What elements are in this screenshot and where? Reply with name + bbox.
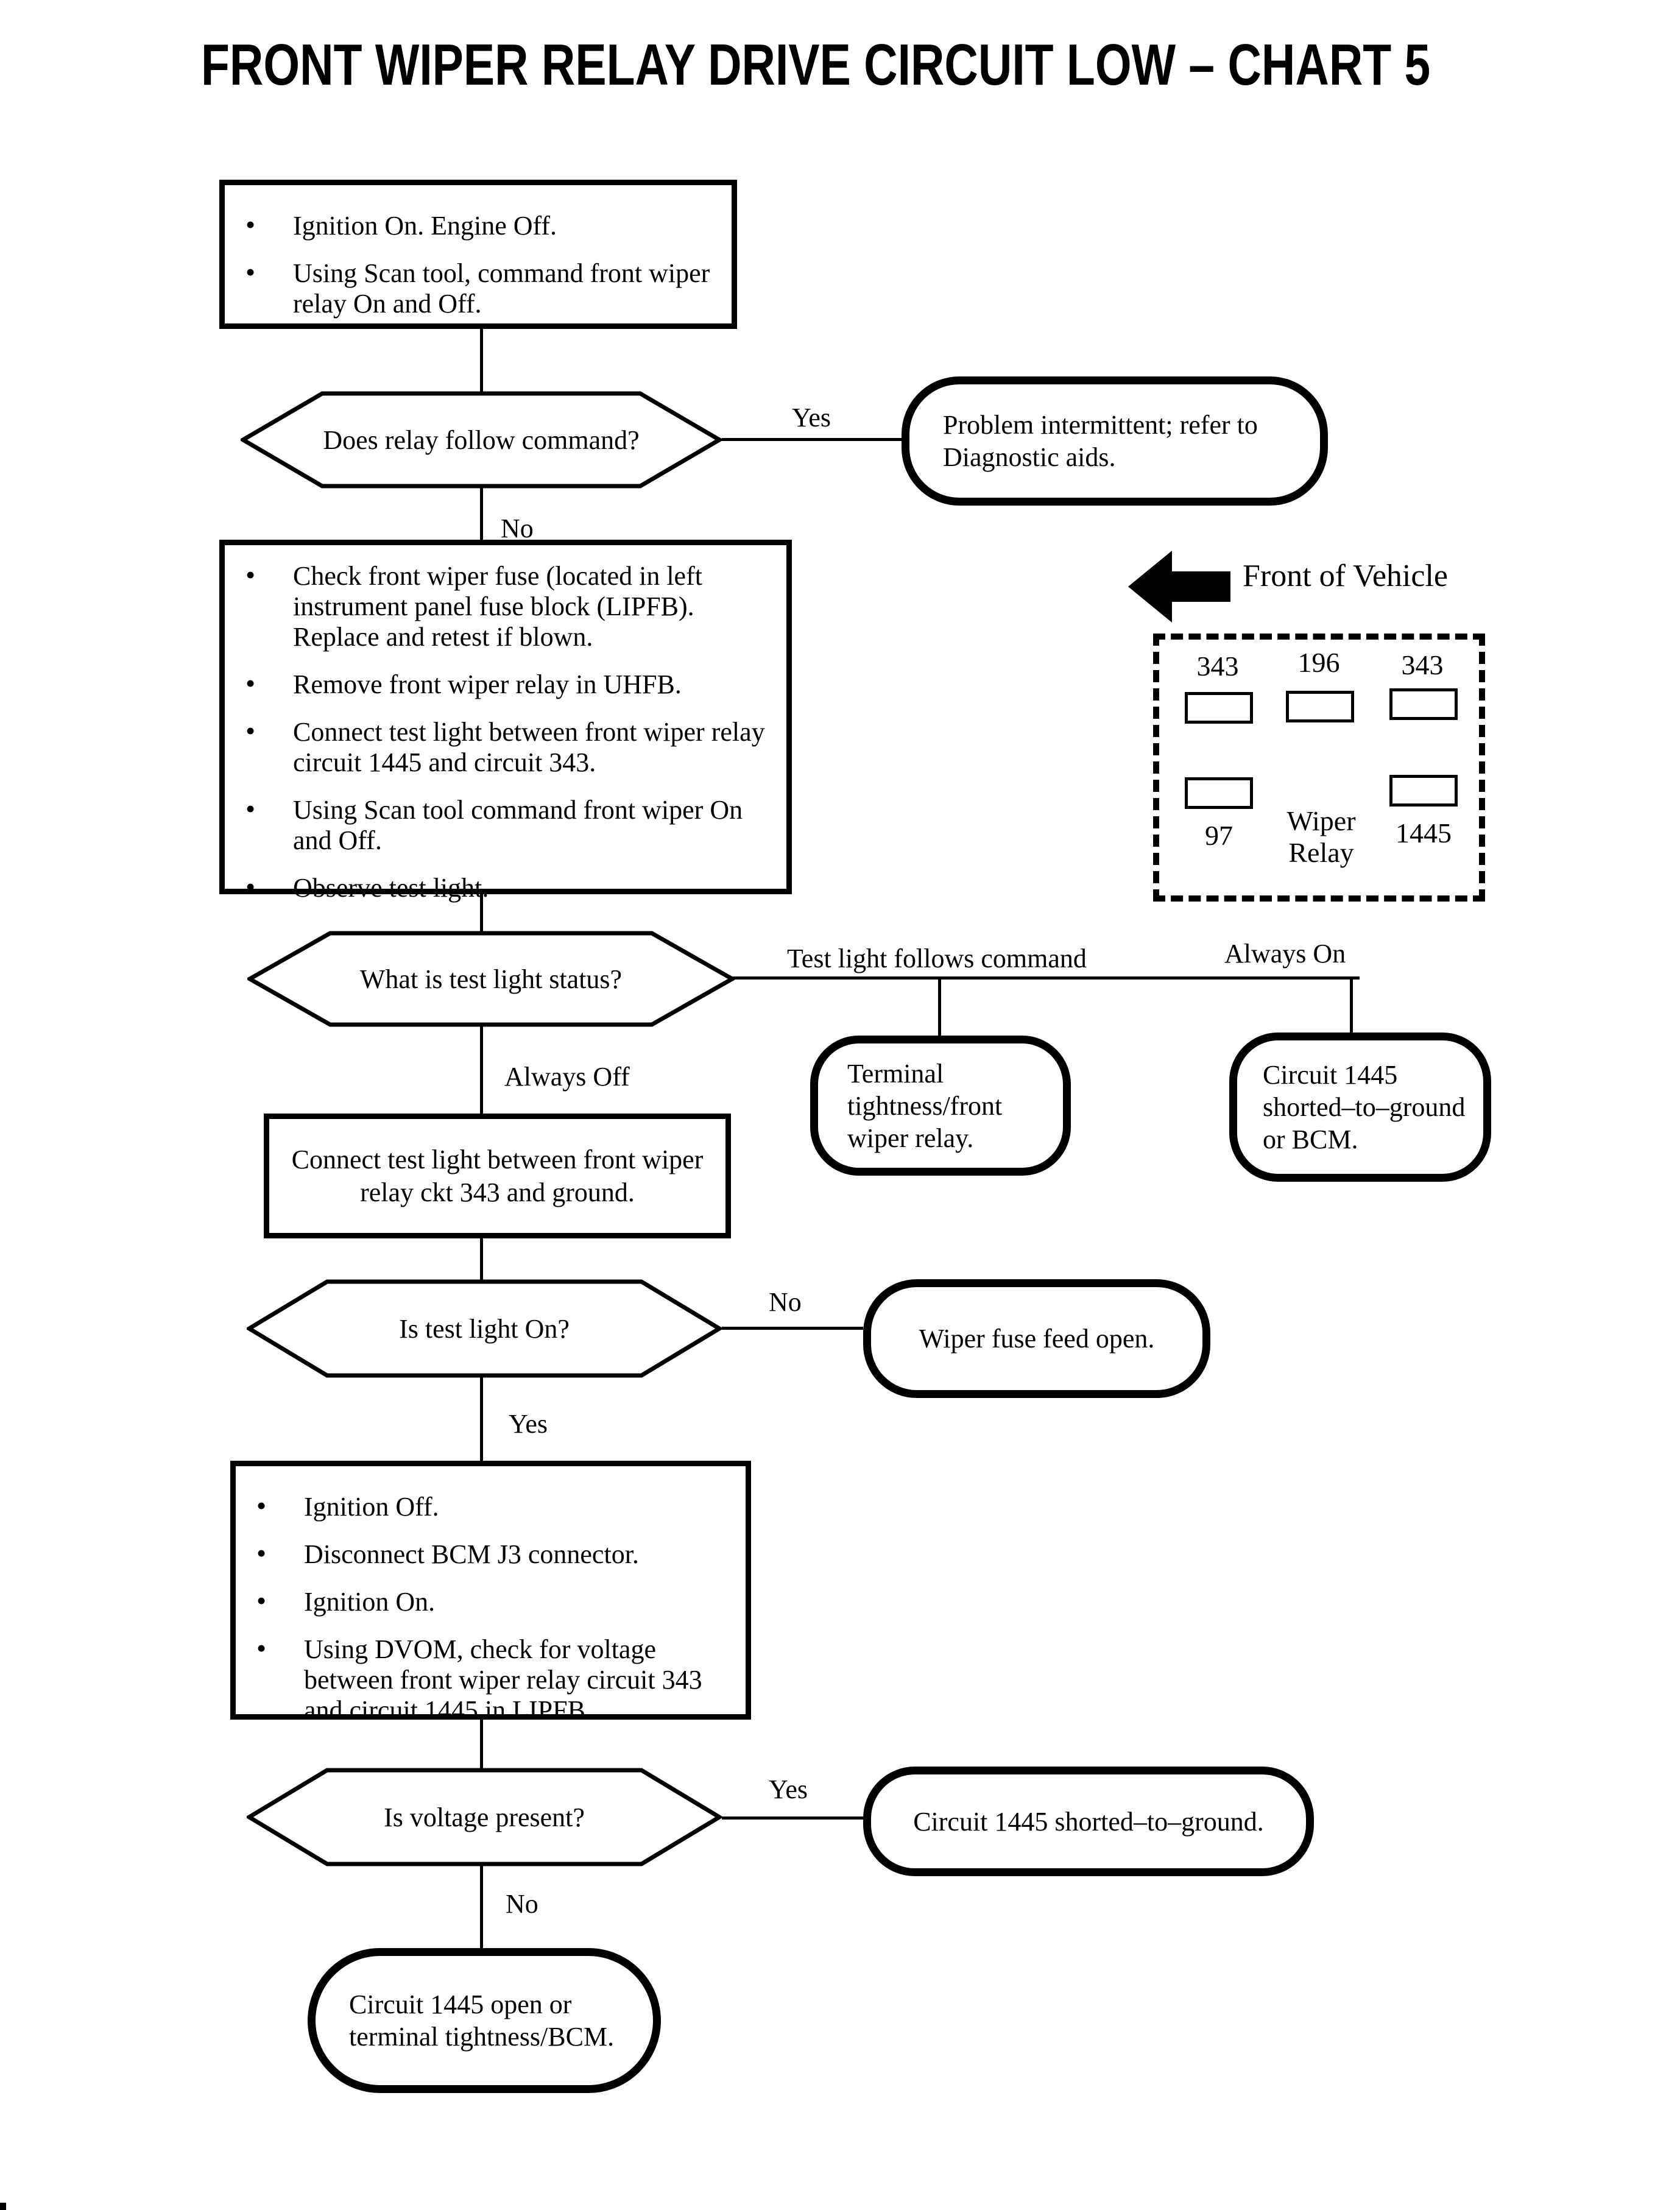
decision-voltage-question: Is voltage present?: [384, 1802, 585, 1832]
pin-terminal-top-left: [1185, 692, 1253, 724]
page-corner-mark: [0, 2203, 6, 2210]
outcome-fuse-feed-oval: Wiper fuse feed open.: [863, 1279, 1210, 1398]
decision-testlight-on-hexagon: Is test light On?: [247, 1279, 722, 1378]
connector-decision4-outcome: [480, 1865, 483, 1949]
branch-follows-label: Test light follows command: [787, 944, 1087, 973]
decision-testlight-on-no-label: No: [769, 1287, 802, 1317]
step2-bullet-2: Remove front wiper relay in UHFB.: [225, 668, 786, 700]
outcome-fuse-feed-text: Wiper fuse feed open.: [919, 1324, 1155, 1354]
pin-label-343-left: 343: [1196, 651, 1239, 682]
step1-box: Ignition On. Engine Off. Using Scan tool…: [219, 180, 737, 329]
outcome-terminal-text: Terminal tightness/front wiper relay.: [847, 1058, 1003, 1153]
step3-box: Connect test light between front wiper r…: [264, 1114, 731, 1238]
outcome-terminal-oval: Terminal tightness/front wiper relay.: [810, 1036, 1071, 1176]
outcome-intermittent-text: Problem intermittent; refer to Diagnosti…: [943, 410, 1258, 472]
connector-decision2-step3: [480, 1026, 483, 1117]
step2-bullet-1: Check front wiper fuse (located in left …: [225, 560, 786, 652]
connector-decision4-yes: [722, 1816, 863, 1820]
connector-step3-decision3: [480, 1235, 483, 1284]
hexagon-shape: [247, 1279, 722, 1378]
decision-relay-follow-question: Does relay follow command?: [323, 425, 640, 455]
pin-label-97: 97: [1205, 820, 1233, 851]
decision-voltage-hexagon: Is voltage present?: [247, 1768, 722, 1866]
hexagon-shape: [247, 931, 735, 1027]
step4-box: Ignition Off. Disconnect BCM J3 connecto…: [230, 1461, 751, 1725]
front-of-vehicle-arrow-icon: [1128, 551, 1230, 623]
connector-step2-decision2: [480, 892, 483, 934]
connector-decision2-right: [731, 976, 1360, 980]
decision-voltage-no-label: No: [506, 1889, 538, 1919]
outcome-intermittent-oval: Problem intermittent; refer to Diagnosti…: [902, 376, 1328, 506]
connector-decision3-step4: [480, 1377, 483, 1462]
branch-always-off-label: Always Off: [504, 1062, 630, 1092]
outcome-1445-open-oval: Circuit 1445 open or terminal tightness/…: [308, 1948, 661, 2093]
connector-step4-decision4: [480, 1717, 483, 1773]
hexagon-shape: [247, 1768, 722, 1866]
pin-label-1445: 1445: [1396, 817, 1452, 849]
connector-decision3-no: [722, 1327, 863, 1330]
connector-decision1-step2: [480, 486, 483, 543]
decision-relay-follow-hexagon: Does relay follow command?: [241, 391, 722, 489]
step2-bullet-4: Using Scan tool command front wiper On a…: [225, 794, 786, 856]
step4-bullet-2: Disconnect BCM J3 connector.: [236, 1538, 746, 1570]
step3-text: Connect test light between front wiper r…: [291, 1144, 704, 1207]
connector-step1-decision1: [480, 328, 483, 396]
outcome-1445-short-text: Circuit 1445 shorted–to–ground.: [913, 1806, 1264, 1837]
pin-label-343-right: 343: [1401, 649, 1444, 680]
outcome-1445-short-oval: Circuit 1445 shorted–to–ground.: [863, 1767, 1314, 1876]
pin-terminal-top-center: [1286, 691, 1354, 722]
decision-relay-no-label: No: [501, 514, 534, 543]
step2-box: Check front wiper fuse (located in left …: [219, 540, 792, 903]
front-of-vehicle-label: Front of Vehicle: [1243, 559, 1448, 593]
wiper-relay-label: Wiper Relay: [1286, 805, 1356, 868]
step1-bullet-2: Using Scan tool, command front wiper rel…: [225, 257, 732, 319]
branch-always-on-label: Always On: [1224, 939, 1346, 969]
connector-drop-1445bcm: [1350, 976, 1353, 1034]
page-title: FRONT WIPER RELAY DRIVE CIRCUIT LOW – CH…: [201, 32, 1431, 97]
outcome-1445-bcm-oval: Circuit 1445 shorted–to–ground or BCM.: [1229, 1033, 1491, 1182]
pin-terminal-bottom-left: [1185, 777, 1253, 809]
connector-drop-terminal: [938, 976, 941, 1037]
decision-testlight-question: What is test light status?: [359, 964, 623, 994]
decision-testlight-on-question: Is test light On?: [399, 1313, 570, 1344]
decision-testlight-hexagon: What is test light status?: [247, 931, 735, 1027]
connector-decision1-yes: [722, 438, 905, 441]
decision-testlight-on-yes-label: Yes: [509, 1409, 548, 1439]
pin-terminal-bottom-right: [1389, 775, 1458, 807]
outcome-1445-open-text: Circuit 1445 open or terminal tightness/…: [349, 1989, 615, 2052]
step4-bullet-3: Ignition On.: [236, 1586, 746, 1617]
outcome-1445-bcm-text: Circuit 1445 shorted–to–ground or BCM.: [1263, 1060, 1466, 1154]
step4-bullet-4: Using DVOM, check for voltage between fr…: [236, 1633, 746, 1726]
hexagon-shape: [241, 391, 722, 489]
step2-bullet-3: Connect test light between front wiper r…: [225, 716, 786, 778]
decision-relay-yes-label: Yes: [792, 403, 831, 432]
decision-voltage-yes-label: Yes: [769, 1774, 808, 1804]
relay-pinout-box: 343 196 343 97 Wiper Relay 1445: [1153, 634, 1485, 902]
step4-bullet-1: Ignition Off.: [236, 1491, 746, 1522]
pin-label-196: 196: [1297, 647, 1340, 678]
step1-bullet-1: Ignition On. Engine Off.: [225, 210, 732, 241]
pin-terminal-top-right: [1389, 688, 1458, 720]
step2-bullet-5: Observe test light.: [225, 872, 786, 903]
